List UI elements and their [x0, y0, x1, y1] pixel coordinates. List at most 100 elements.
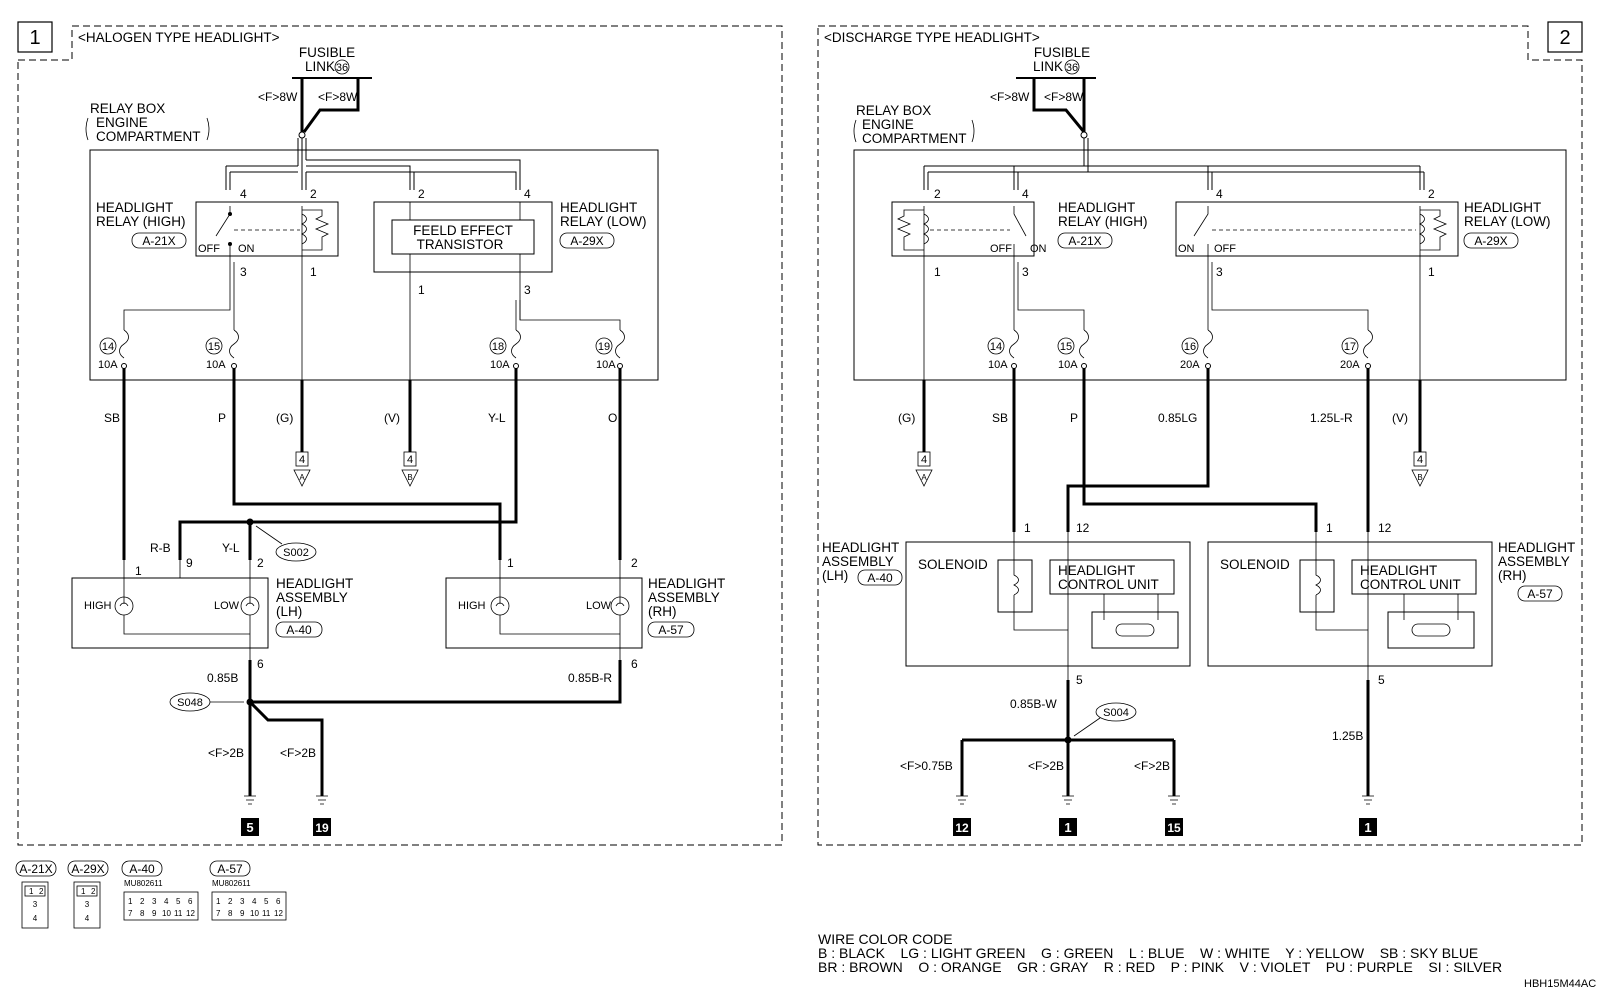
ground-symbol-12: 12 — [953, 795, 971, 836]
lh-code-r: A-40 — [867, 571, 893, 585]
rh-assembly-box-r — [1207, 541, 1493, 667]
rh-filaments — [495, 602, 625, 607]
splice-s002-node — [246, 518, 254, 526]
relay-high-coil-r — [923, 213, 929, 245]
relay-high-pivot — [228, 212, 232, 216]
lh-pin1: 1 — [135, 564, 142, 578]
rh-ctrl-leads — [1367, 532, 1459, 680]
svg-text:A-57: A-57 — [217, 862, 243, 876]
splice-s002-label: S002 — [283, 547, 309, 559]
relay-high-pin2: 2 — [310, 187, 317, 201]
lh-lamp-box — [1091, 611, 1179, 649]
svg-text:10: 10 — [250, 909, 259, 918]
relay-high-pin1: 1 — [310, 265, 317, 279]
svg-text:A-40: A-40 — [129, 862, 155, 876]
lh-label2-r: ASSEMBLY — [822, 554, 894, 569]
rh-pin1-r: 1 — [1326, 521, 1333, 535]
fet-box — [373, 201, 553, 273]
bracket-right-r — [971, 119, 975, 143]
svg-text:4: 4 — [85, 914, 90, 923]
fuse-18: 18 10A — [489, 329, 521, 371]
svg-text:19: 19 — [315, 821, 329, 835]
svg-text:1: 1 — [128, 897, 133, 906]
rh-pin1: 1 — [507, 556, 514, 570]
splice-s048-label: S048 — [177, 697, 203, 709]
rh-leads — [499, 560, 621, 604]
rh-code: A-57 — [658, 623, 684, 637]
svg-text:14: 14 — [990, 341, 1002, 353]
relay-fuse-wiring — [123, 262, 621, 380]
relay-low-pin4-r: 4 — [1216, 187, 1223, 201]
relay-fuse-wiring-r — [923, 262, 1421, 380]
lh-pin5-r: 5 — [1076, 673, 1083, 687]
svg-text:A-29X: A-29X — [71, 862, 104, 876]
splice-s004-oval — [1095, 702, 1137, 722]
rh-code-box-r — [1517, 585, 1563, 602]
wire-label-lg-r: 0.85LG — [1158, 411, 1197, 425]
relay-bus-2 — [229, 171, 517, 190]
relay-high-code-box — [131, 232, 187, 249]
svg-text:15: 15 — [208, 341, 220, 353]
discharge-panel: 2 <DISCHARGE TYPE HEADLIGHT> FUSIBLE LIN… — [817, 21, 1583, 846]
wire-f8w-left: <F>8W — [258, 90, 298, 104]
svg-text:1: 1 — [29, 887, 34, 896]
relay-low-off-r: OFF — [1214, 243, 1236, 255]
wire-label-v-r: (V) — [1392, 411, 1408, 425]
splice-s004-node — [1064, 736, 1072, 744]
svg-text:11: 11 — [174, 909, 183, 918]
fusible-link-number: 36 — [336, 62, 348, 74]
splice-s048-node — [246, 698, 254, 706]
relay-low-label2-r: RELAY (LOW) — [1464, 214, 1551, 229]
svg-text:15: 15 — [1060, 341, 1072, 353]
lh-assembly-box-r — [905, 541, 1191, 667]
svg-text:6: 6 — [188, 897, 193, 906]
relay-box-outline-r — [853, 149, 1567, 381]
svg-text:12: 12 — [955, 821, 969, 835]
rh-code-box — [647, 621, 695, 638]
wire-label-085br: 0.85B-R — [568, 671, 612, 685]
lh-ctrl-box — [1049, 559, 1175, 595]
svg-text:1: 1 — [81, 887, 86, 896]
rh-label-r: HEADLIGHT — [1498, 540, 1575, 555]
rh-ctrl-box — [1351, 559, 1477, 595]
lh-filaments — [119, 602, 255, 607]
svg-text:10A: 10A — [988, 359, 1008, 371]
wire-label-085b: 0.85B — [207, 671, 238, 685]
relay-high-label2-r: RELAY (HIGH) — [1058, 214, 1148, 229]
connector-view-a29x: A-29X 1 2 3 4 — [67, 860, 109, 929]
wire-label-v: (V) — [384, 411, 400, 425]
wire-label-o: O — [608, 411, 617, 425]
connector-view-a57: A-57 MU802611 1 2 3 4 5 6 7 8 9 10 11 12 — [209, 860, 287, 921]
relay-low-label2: RELAY (LOW) — [560, 214, 647, 229]
fusible-link-label2-r: LINK — [1033, 59, 1063, 74]
relay-low-resistor-r — [1420, 209, 1448, 251]
svg-text:10A: 10A — [1058, 359, 1078, 371]
relay-high-box-r — [891, 201, 1035, 257]
svg-text:3: 3 — [240, 897, 245, 906]
wire-p-r — [1082, 368, 1318, 532]
relay-low-on-r: ON — [1178, 243, 1195, 255]
lh-solenoid-box — [997, 559, 1033, 613]
fuse-14-r: 14 10A — [987, 329, 1019, 371]
relay-high-pin4: 4 — [240, 187, 247, 201]
connector-b-r: 4 B — [1411, 451, 1429, 487]
relay-high-on-r: ON — [1030, 243, 1047, 255]
relay-low-code-box-r — [1463, 232, 1519, 249]
relay-bus — [225, 159, 521, 190]
wire-f8w-right-r: <F>8W — [1044, 90, 1084, 104]
wire-label-bw-r: 0.85B-W — [1010, 697, 1057, 711]
ground-symbol-1b: 1 — [1359, 795, 1377, 836]
relay-high-pin2-r: 2 — [934, 187, 941, 201]
svg-text:MU802611: MU802611 — [212, 879, 251, 888]
rh-label2: ASSEMBLY — [648, 590, 720, 605]
rh-code-r: A-57 — [1527, 587, 1553, 601]
fuse-15: 15 10A — [205, 329, 239, 371]
relay-box-label: RELAY BOX — [90, 101, 165, 116]
svg-text:14: 14 — [102, 341, 114, 353]
wire-color-code-title: WIRE COLOR CODE — [818, 931, 953, 947]
ground-symbol-15: 15 — [1165, 795, 1183, 836]
rh-pin2: 2 — [631, 556, 638, 570]
rh-ctrl-label2: CONTROL UNIT — [1360, 577, 1461, 592]
wire-yl — [178, 368, 518, 560]
wire-p — [232, 368, 502, 560]
